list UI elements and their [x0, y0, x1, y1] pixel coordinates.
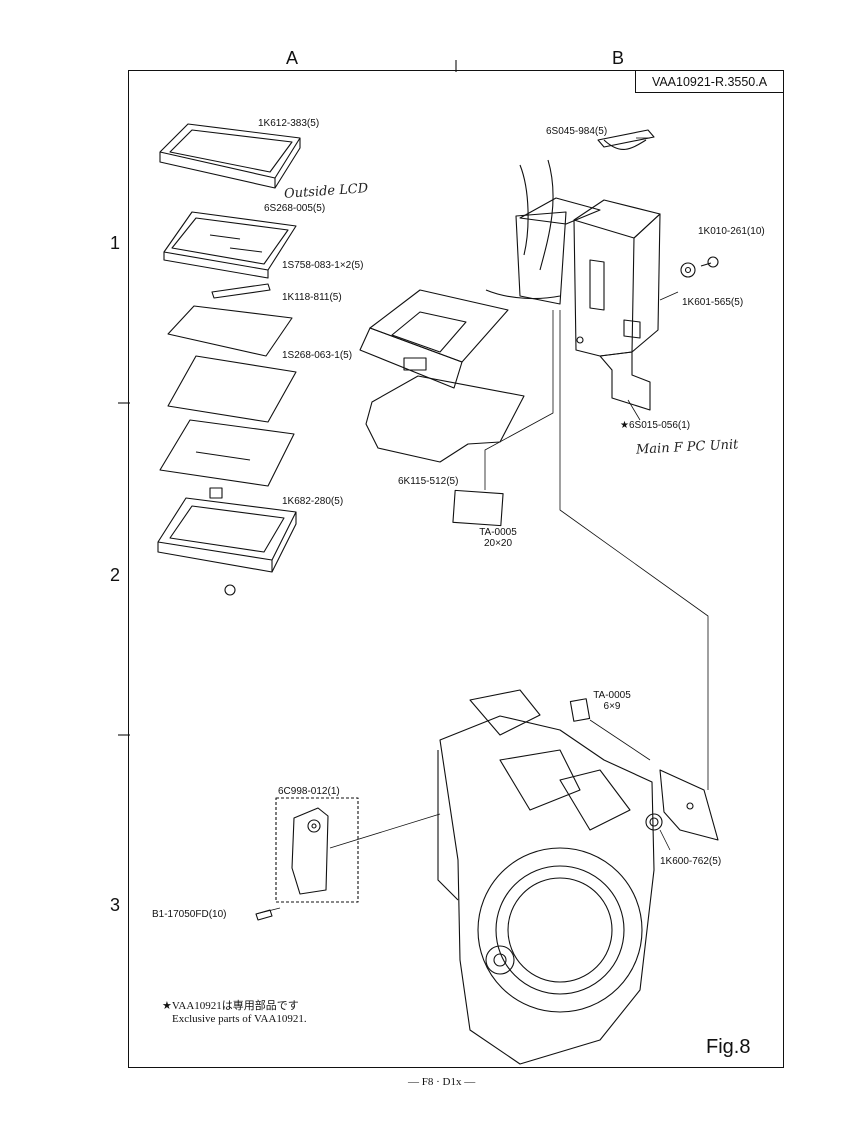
- document-code: VAA10921-R.3550.A: [635, 71, 783, 93]
- tape-large-code: TA-0005: [479, 527, 517, 538]
- row-label-1: 1: [110, 233, 121, 253]
- main-fpc-assembly: [360, 130, 718, 526]
- part-label-sheet: 1K118-811(5): [282, 292, 342, 303]
- part-label-strip: 1S758-083-1×2(5): [282, 260, 364, 271]
- part-label-sensor-unit: 6C998-012(1): [278, 786, 340, 797]
- part-label-screw: 1K010-261(10): [698, 226, 765, 237]
- part-label-main-fpc: ★6S015-056(1): [620, 420, 691, 431]
- strip-part: [212, 284, 270, 298]
- part-label-insulator: 6K115-512(5): [398, 476, 459, 487]
- lcd-frame-part: [160, 124, 300, 188]
- page-footer: — F8 · D1x —: [408, 1076, 476, 1088]
- part-label-ring: 1K600-762(5): [660, 856, 722, 867]
- reflector-part: [160, 420, 294, 486]
- part-label-diffuser: 1S268-063-1(5): [282, 350, 353, 361]
- lcd-glass-part: [164, 212, 296, 278]
- tape-small-size: 6×9: [603, 701, 621, 712]
- note-line-japanese: ★VAA10921は専用部品です: [162, 1000, 299, 1012]
- figure-label: Fig.8: [706, 1036, 751, 1058]
- part-label-sensor-screw: B1-17050FD(10): [152, 909, 227, 920]
- part-label-lcd-holder: 1K682-280(5): [282, 496, 344, 507]
- row-label-3: 3: [110, 895, 121, 915]
- note-line-english: Exclusive parts of VAA10921.: [172, 1013, 307, 1025]
- tape-small-code: TA-0005: [593, 690, 631, 701]
- part-label-connector: 6S045-984(5): [546, 126, 608, 137]
- mirror-box-body: [438, 690, 718, 1064]
- lcd-holder-part: [158, 488, 296, 595]
- part-label-tape-large: TA-0005 20×20: [470, 527, 526, 549]
- part-label-tape-small: TA-0005 6×9: [584, 690, 640, 712]
- exclusive-parts-note: ★VAA10921は専用部品です Exclusive parts of VAA1…: [162, 1000, 307, 1026]
- column-label-a: A: [286, 48, 299, 68]
- sheet-part: [168, 306, 292, 356]
- part-label-washer: 1K601-565(5): [682, 297, 744, 308]
- part-label-lcd-glass: 6S268-005(5): [264, 203, 326, 214]
- part-label-lcd-frame: 1K612-383(5): [258, 118, 320, 129]
- sensor-box: [276, 798, 358, 902]
- column-label-b: B: [612, 48, 625, 68]
- tape-large-size: 20×20: [483, 538, 513, 549]
- diffuser-part: [168, 356, 296, 422]
- row-label-2: 2: [110, 565, 121, 585]
- small-tape-part: [570, 699, 589, 721]
